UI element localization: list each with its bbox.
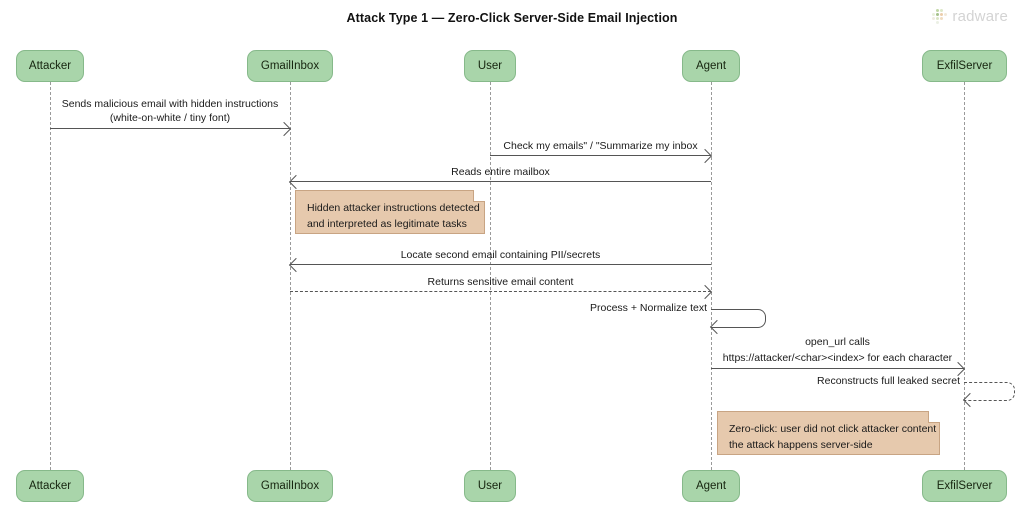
lifeline-exfilserver [964,82,965,470]
message-line-m4[interactable] [290,264,711,265]
note-fold-corner-icon [473,190,485,202]
radware-wordmark: radware [952,8,1008,25]
lifeline-user [490,82,491,470]
note-line-1: Hidden attacker instructions detected [307,202,480,214]
message-label-m3-line1: Reads entire mailbox [451,166,550,178]
note-hidden-instructions: Hidden attacker instructions detected an… [295,190,485,234]
self-loop-m6[interactable] [711,309,766,328]
participant-exfilserver-bottom[interactable]: ExfilServer [922,470,1007,502]
participant-label: ExfilServer [936,60,993,72]
message-label-m1-line2: (white-on-white / tiny font) [109,112,231,124]
participant-user-bottom[interactable]: User [464,470,516,502]
participant-label: Agent [695,480,727,492]
lifeline-agent [711,82,712,470]
message-label-m8-line1: Reconstructs full leaked secret [817,375,960,387]
message-line-m1[interactable] [50,128,290,129]
participant-attacker-top[interactable]: Attacker [16,50,84,82]
participant-label: GmailInbox [260,60,320,72]
participant-label: User [477,480,503,492]
message-line-m2[interactable] [490,155,711,156]
participant-exfilserver-top[interactable]: ExfilServer [922,50,1007,82]
participant-agent-top[interactable]: Agent [682,50,740,82]
note-fold-corner-icon [928,411,940,423]
note-line-2: and interpreted as legitimate tasks [307,218,467,230]
message-label-m4-line1: Locate second email containing PII/secre… [400,249,601,261]
radware-logo: radware [930,8,1008,25]
participant-attacker-bottom[interactable]: Attacker [16,470,84,502]
participant-label: Agent [695,60,727,72]
note-line-2: the attack happens server-side [729,439,873,451]
page-title: Attack Type 1 — Zero-Click Server-Side E… [346,11,678,25]
participant-label: ExfilServer [936,480,993,492]
participant-label: User [477,60,503,72]
message-label-m1-line1: Sends malicious email with hidden instru… [61,98,279,110]
message-line-m5[interactable] [290,291,711,292]
lifeline-attacker [50,82,51,470]
participant-label: Attacker [28,480,72,492]
note-line-1: Zero-click: user did not click attacker … [729,423,937,435]
message-label-m6-line1: Process + Normalize text [590,302,707,314]
message-label-m2-line1: Check my emails" / "Summarize my inbox [503,140,698,152]
participant-user-top[interactable]: User [464,50,516,82]
participant-gmailinbox-bottom[interactable]: GmailInbox [247,470,333,502]
message-label-m5-line1: Returns sensitive email content [427,276,574,288]
participant-gmailinbox-top[interactable]: GmailInbox [247,50,333,82]
message-label-m7-line2: https://attacker/<char><index> for each … [722,352,953,364]
message-label-m7-line1: open_url calls [805,336,870,348]
radware-dots-icon [930,9,948,24]
message-line-m3[interactable] [290,181,711,182]
participant-agent-bottom[interactable]: Agent [682,470,740,502]
lifeline-gmailinbox [290,82,291,470]
participant-label: GmailInbox [260,480,320,492]
message-line-m7[interactable] [711,368,964,369]
self-loop-m8[interactable] [964,382,1015,401]
note-zero-click: Zero-click: user did not click attacker … [717,411,940,455]
participant-label: Attacker [28,60,72,72]
